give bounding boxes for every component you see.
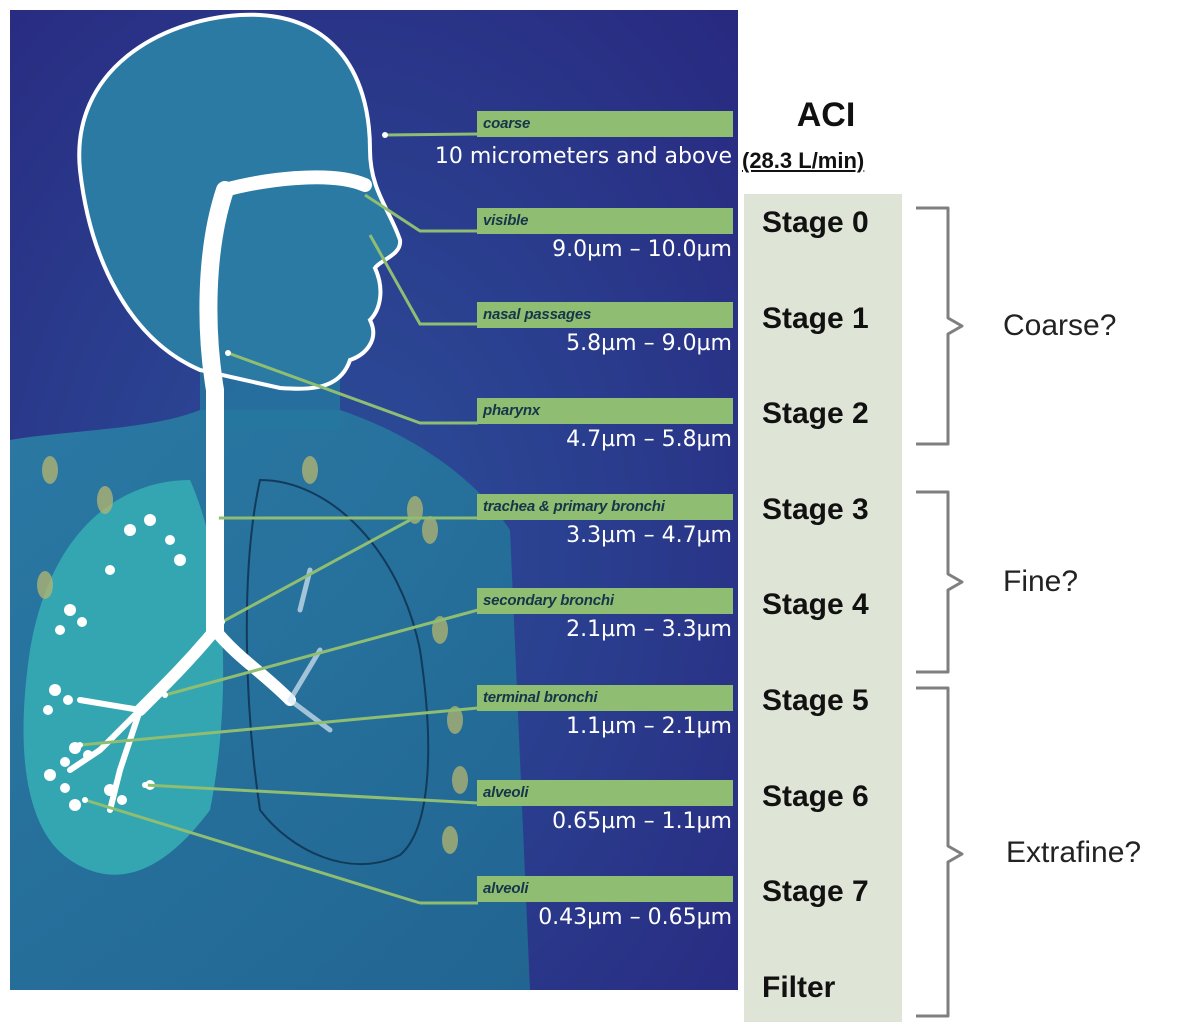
group-label-coarse: Coarse? bbox=[1003, 309, 1116, 343]
bracket-coarse bbox=[916, 208, 962, 444]
bracket-fine bbox=[916, 492, 962, 672]
group-label-fine: Fine? bbox=[1003, 565, 1078, 599]
group-label-extrafine: Extrafine? bbox=[1006, 836, 1141, 870]
bracket-extrafine bbox=[916, 688, 962, 1016]
